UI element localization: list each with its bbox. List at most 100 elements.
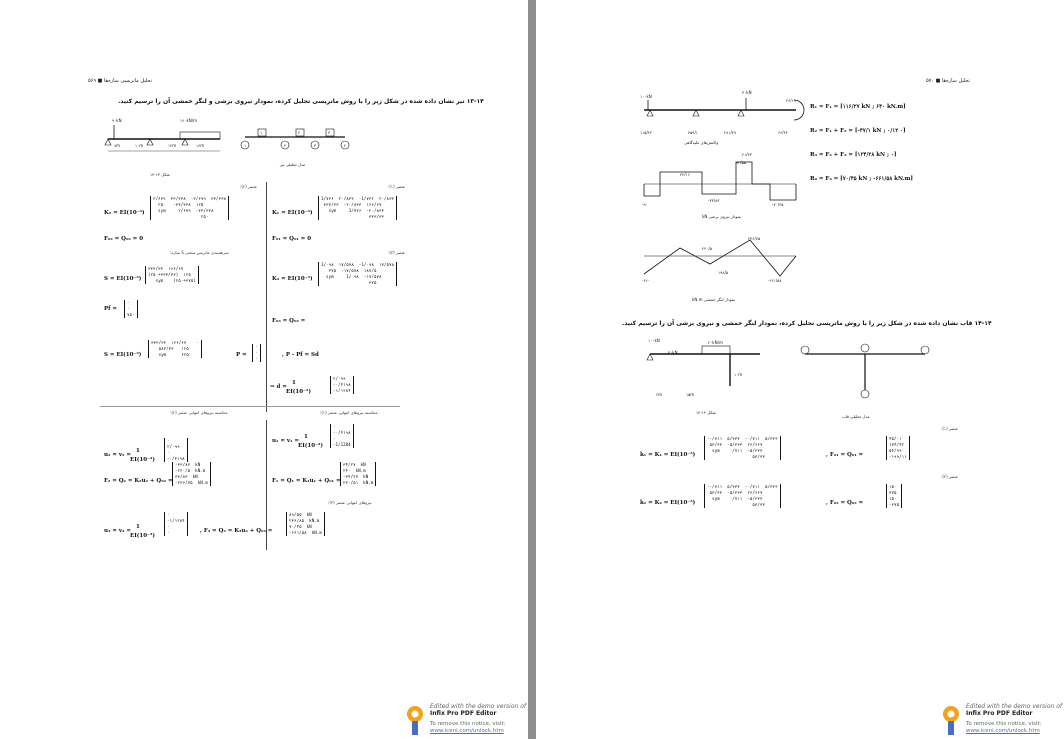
element-2-label: عنصر (۲): [941,474,959,479]
element-label: ۳ [328,130,331,135]
end-forces-label: محاسبه نیروهای انتهایی عنصر (۱): [320,410,378,415]
reaction-equation: R₄ = F₃ = [۷۰/۴۵ kN ; -۶۶۱/۵۸ kN.m] [810,176,914,182]
fraction-one: 1 [304,434,308,440]
s2-matrix: ۳۳۳/۳۳ ۱۶۶/۶۷ ۰ ۵۸۳/۳۳ ۱۲۵ sym ۶۲۵ [148,340,202,358]
reactions-caption: واکنش‌های تکیه‌گاهی [684,140,719,145]
editor-watermark: Edited with the demo version of Infix Pr… [940,701,1064,737]
watermark-line3: To remove this notice, visit: [966,721,1042,727]
node-marker [280,140,290,150]
infix-logo-icon [943,706,959,735]
end-forces-3-label: نیروهای انتهایی عنصر (۳): [328,500,372,505]
beam-figure [104,125,350,152]
s-matrix: ۳۳۳/۳۳ ۱۶۶/۶۷ ۰ (۲۵۰+۳۳۳/۳۳) ۱۲۵ sym (۲۵… [145,266,199,284]
figure-caption: شکل ۱۳-۱۴ [150,172,170,177]
load-label: ۳۰kN [668,350,678,355]
F3-label: , F₃ = Q₃ = K₃u₃ + Q₀₃ = [200,528,273,534]
F2-label: F₂ = Q₂ = K₂u₂ + Q₀₂ = [104,478,173,484]
shear-value: -۳۳/۸۳ [708,198,720,203]
moment-value: -۶۶۱/۵۸ [768,278,782,283]
reactions-figure [644,98,805,121]
pf-vector: ۰ ۰ ۷۵۰ [124,300,138,318]
k2-label: K₂ = EI(10⁻³) [104,210,145,216]
f1-label: F₀₁ = Q₀₁ = 0 [272,236,312,242]
s-label: S = EI(10⁻³) [104,276,142,282]
watermark-line3: To remove this notice, visit: [430,721,506,727]
reaction-value: ۲۸۱/۴۷ [724,130,737,135]
moment-value: -۶۶۰ [642,278,650,283]
node-label: ۱ [244,143,247,148]
load-label: ۱۶۰kN/m [180,118,197,123]
k1-matrix: 1/۷۳۶ ۲۰/۸۳۳ -1/۷۳۶ ۲۰/۸۳۳ ۳۳۳/۳۳ -۲۰/۸۳… [318,196,398,220]
pf-label: Pf = [104,306,118,312]
node-label: ۳ [314,143,317,148]
watermark-line1: Edited with the demo version of [430,703,527,710]
dimension-label: ۱۲m [168,143,177,148]
fraction-denominator: EI(10⁻³) [130,533,155,539]
psd-label: , P - Pf = Sd [282,352,319,358]
distributed-load [701,345,731,355]
editor-watermark: Edited with the demo version of Infix Pr… [404,701,528,737]
reaction-value: ۲۵۹/۱ [688,130,698,135]
support-icon [646,109,654,117]
fraction-one: 1 [136,524,140,530]
u2-vector: ۰ ۲/۰۹۹ ۰ -۰/۴۱۹۸ [164,438,188,462]
reaction-equation: R₁ = F₁ = [۱۱۶/۲۷ kN ; ۶۴۰ kN.m] [810,104,906,110]
node-marker [800,345,810,355]
s2-label: S = EI(10⁻³) [104,352,142,358]
element-1-label: عنصر (۱): [941,426,959,431]
dimension-label: ۶m [656,392,663,397]
unlock-link[interactable]: www.iceni.com/unlock.htm [430,728,504,734]
infix-logo-icon [407,706,423,735]
element-box [257,128,267,137]
k1-label: k₁ = K₁ = EI(10⁻³) [640,452,696,458]
figure-caption: شکل ۱۴-۱۴ [696,410,716,415]
u2-label: u₂ = v₂ = [104,452,131,458]
node-label: ۴ [344,143,347,148]
f2-vector: ۱۵۰ ۳۷۵ ۱۵۰ -۳۷۵ [886,484,903,508]
watermark-line1: Edited with the demo version of [966,703,1063,710]
load-label: ۱۰۰kN [640,94,652,99]
k1-matrix: -۰/۷۱۱ ۵/۳۳۳ -۰/۷۱۱ ۵/۳۳۳ ۵۳/۳۳ -۵/۳۳۳ ۲… [704,436,781,460]
shear-value: ۹۳/۵۵ [736,160,746,165]
support-icon [181,138,189,146]
problem-statement: ۱۳-۱۴ تیر نشان داده شده در شکل زیر را با… [118,98,484,105]
page-header: تحلیل ماتریسی سازه‌ها ■ ۵۶۹ [88,78,152,84]
frame-figure [646,343,930,399]
F2-vector: -۳۳/۸۳ kN -۲۲۰/۵ kN.m ۳۳/۸۳ kN -۲۳۶/۷۵ k… [172,462,211,486]
k2-matrix: -۰/۷۱۱ ۵/۳۳۳ -۰/۷۱۱ ۵/۳۳۳ ۵۳/۳۳ -۵/۳۳۳ ۲… [704,484,781,508]
k2-label: k₂ = K₂ = EI(10⁻³) [640,500,696,506]
support-icon [692,109,700,117]
unlock-link[interactable]: www.iceni.com/unlock.htm [966,728,1040,734]
F1-label: F₁ = Q₁ = K₁u₁ + Q₀₁ = [272,478,341,484]
dimension-label: ۱۶m [196,143,205,148]
assembly-label: سرهمبندی ماتریس سختی S سازه: [170,250,229,255]
node-marker [860,343,870,353]
shear-value: ۲۱/۴۳ [742,152,752,157]
moment-caption: نمودار لنگر خمشی kN.m [692,297,736,302]
element-1-label: عنصر (۱): [388,184,406,189]
moment-arc [793,99,805,121]
moment-value: ۱۹۸/۵ [718,270,728,275]
moment-value: ۲۳۶/۷۵ [748,236,761,241]
support-icon [646,353,654,361]
u3-vector: ۰ -۱/۱۲۸۴ ۰ ۰ [164,512,188,536]
shear-value: -۹۰ [642,202,648,207]
reaction-value: ۲۶/۱۹ [786,98,796,103]
u1-label: u₁ = v₁ = [272,438,299,444]
f3-label: F₀₃ = Q₀₃ = [272,318,306,324]
node-marker [920,345,930,355]
fraction-denominator: EI(10⁻³) [286,389,311,395]
p-vector: ۰ ۰ ۰ [252,344,261,362]
p-label: P = [236,352,247,358]
pdf-page-right: ۵۷۰ ■ تحلیل سازه‌ها ۱۰۰kN ۳۰kN ۱۱۵/۲۴ ۲۵… [536,0,1064,739]
shear-value: ۴۲/۱۶ [680,172,690,177]
moment-value: ۲۲۰/۵ [702,246,712,251]
watermark-line2: Infix Pro PDF Editor [430,710,497,717]
moment-diagram [643,239,797,277]
dimension-label: ۱۰m [734,372,743,377]
node-marker [340,140,350,150]
support-icon [737,109,745,117]
load-label: ۹۰kN [112,118,122,123]
load-label: ۳۰kN [742,90,752,95]
shear-line [643,161,797,201]
